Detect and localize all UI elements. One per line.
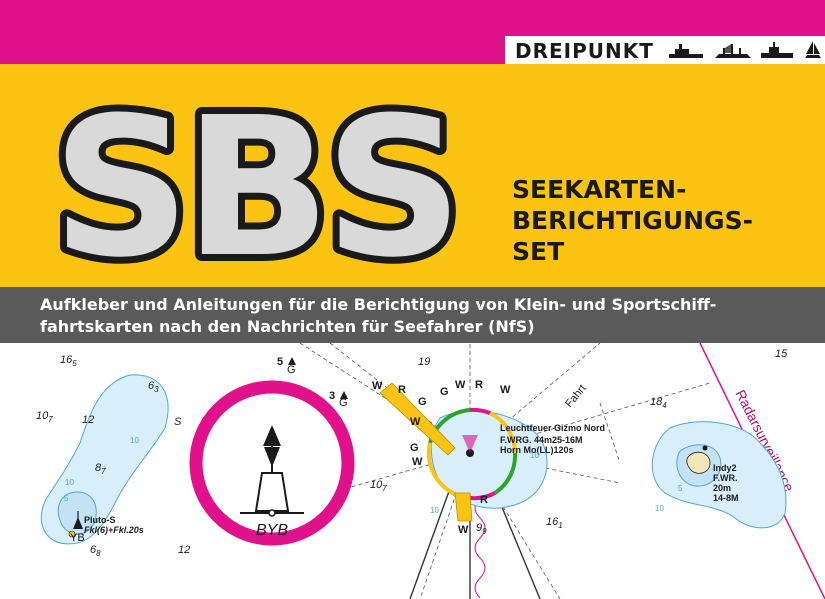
subtitle-line: BERICHTIGUNGS- xyxy=(512,206,753,235)
lighthouse-icon xyxy=(462,435,478,457)
sector-letter: W xyxy=(412,456,423,468)
ship-silhouettes-icon xyxy=(669,41,821,58)
depth: 165 xyxy=(60,354,77,368)
sector-letter: G xyxy=(418,396,427,408)
contour-label: 10 xyxy=(530,451,539,460)
depth: 68 xyxy=(90,544,101,558)
buoy-number: 5 xyxy=(277,356,283,368)
sbs-logo-outline: SBS xyxy=(52,77,457,287)
depth: 63 xyxy=(148,380,159,394)
sector-letter: R xyxy=(398,384,406,396)
sector-letter: R xyxy=(480,494,488,506)
sector-letter: W xyxy=(455,379,466,391)
contour-label: 5 xyxy=(678,484,683,493)
contour-label: 10 xyxy=(130,436,139,445)
yellow-band xyxy=(0,64,825,287)
sector-letter: R xyxy=(475,379,483,391)
info-band xyxy=(0,287,825,343)
brand-strip: DREIPUNKT xyxy=(505,36,825,66)
depth-soundings: 165 63 107 12 S 87 68 12 107 19 99 161 1… xyxy=(36,348,788,558)
sector-letter: W xyxy=(372,380,383,392)
sector-letter: W xyxy=(458,524,469,536)
sector-letter: W xyxy=(500,384,511,396)
contour-label: 10 xyxy=(65,478,74,487)
pluto-light: Fkl(6)+Fkl.20s xyxy=(84,525,144,535)
buoy-icon xyxy=(240,425,304,517)
sector-band xyxy=(454,492,473,522)
sector-letter: G xyxy=(440,386,449,398)
pluto-name: Pluto-S xyxy=(84,515,116,525)
depth: 87 xyxy=(95,462,106,476)
gizmo-name: Leuchtfeuer Gizmo Nord xyxy=(500,423,605,433)
depth: 19 xyxy=(418,356,430,368)
gizmo-shoal xyxy=(430,410,548,509)
pluto-color: YB xyxy=(70,532,85,544)
info-line: fahrtskarten nach den Nachrichten für Se… xyxy=(40,317,535,336)
info-text: Aufkleber und Anleitungen für die Berich… xyxy=(40,294,820,338)
depth: 107 xyxy=(36,410,53,424)
sector-band xyxy=(379,382,456,456)
indy-light-icon xyxy=(702,445,708,451)
depth: 184 xyxy=(650,396,667,410)
indy-height: 20m xyxy=(713,483,731,493)
depth: 12 xyxy=(82,414,94,426)
subtitle-line: SEEKARTEN- xyxy=(512,175,687,204)
gizmo-light: F.WRG. 44m25-16M xyxy=(500,435,583,445)
fairway-label: Fahrt xyxy=(563,383,589,410)
sector-letters: W R G W R W G W G W R W xyxy=(372,379,511,536)
buoy-letter: G xyxy=(287,364,296,376)
contour-label: 10 xyxy=(430,506,439,515)
subtitle-line: SET xyxy=(512,237,565,266)
info-line: Aufkleber und Anleitungen für die Berich… xyxy=(40,295,717,314)
buoy-number: 3 xyxy=(329,390,335,402)
contour-label: 10 xyxy=(655,504,664,513)
sector-letter: W xyxy=(410,416,421,428)
contour-label: 5 xyxy=(64,494,69,503)
subtitle: SEEKARTEN- BERICHTIGUNGS- SET xyxy=(512,174,753,267)
depth: S xyxy=(174,416,182,428)
contour-labels: 10 10 10 10 10 5 5 xyxy=(64,436,683,515)
indy-range: 14-8M xyxy=(713,493,739,503)
sbs-logo: SBS xyxy=(45,70,470,287)
indy-light: F.WR. xyxy=(713,473,738,483)
depth: 107 xyxy=(370,479,387,493)
brand-name: DREIPUNKT xyxy=(515,39,654,63)
sector-letter: G xyxy=(410,442,419,454)
depth: 161 xyxy=(546,516,563,530)
pluto-buoy-icon xyxy=(68,511,83,538)
anchor-icon xyxy=(288,357,348,399)
nautical-chart: Radarsurveillance Fahrt Pluto-S Fkl(6)+F… xyxy=(36,343,825,599)
indy-name: Indy2 xyxy=(713,463,737,473)
depth: 99 xyxy=(476,522,487,536)
buoy-letter: G xyxy=(339,397,348,409)
depth: 15 xyxy=(775,348,788,360)
pluto-inner-shoal xyxy=(57,491,97,535)
indy-islet xyxy=(686,451,711,474)
gizmo-horn: Horn Mo(LL)120s xyxy=(500,445,574,455)
buoy-label: BYB xyxy=(256,522,288,539)
depth: 12 xyxy=(178,544,190,556)
